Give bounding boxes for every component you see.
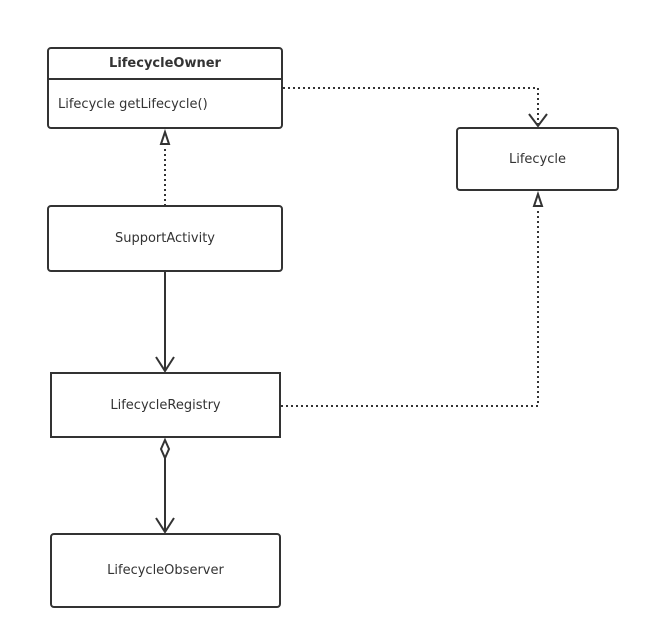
lifecycle-registry-label: LifecycleRegistry (110, 397, 221, 413)
support-activity-box: SupportActivity (47, 205, 283, 272)
registry-implements-lifecycle (281, 190, 544, 407)
lifecycle-box: Lifecycle (456, 127, 619, 191)
lifecycle-owner-member: Lifecycle getLifecycle() (58, 97, 208, 112)
lifecycle-observer-label: LifecycleObserver (107, 563, 224, 578)
lifecycle-observer-box: LifecycleObserver (50, 533, 281, 608)
owner-to-lifecycle-dependency (283, 87, 548, 128)
registry-aggregates-observer (155, 437, 175, 534)
lifecycle-owner-title: LifecycleOwner (49, 49, 281, 80)
activity-implements-owner (159, 128, 171, 206)
lifecycle-owner-class: LifecycleOwner Lifecycle getLifecycle() (47, 47, 283, 129)
activity-to-registry-association (155, 272, 175, 373)
lifecycle-label: Lifecycle (508, 151, 567, 167)
lifecycle-registry-box: LifecycleRegistry (50, 372, 281, 438)
support-activity-label: SupportActivity (114, 231, 215, 246)
